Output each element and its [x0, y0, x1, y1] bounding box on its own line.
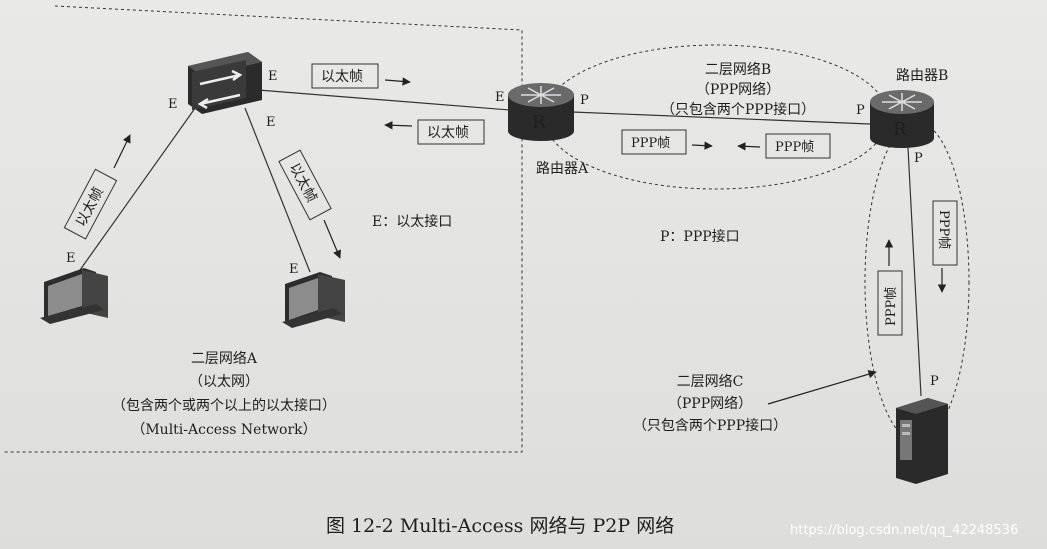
svg-text:PPP帧: PPP帧	[936, 210, 951, 249]
frame-box-ppp-1: PPP帧	[621, 129, 687, 155]
router-a-icon: R	[508, 83, 574, 141]
network-c-boundary	[864, 121, 970, 443]
net-b-line1: 二层网络B	[705, 62, 771, 78]
svg-text:PPP帧: PPP帧	[631, 136, 670, 151]
net-a-line3: （包含两个或两个以上的以太接口）	[112, 397, 336, 414]
net-c-pointer	[767, 370, 877, 405]
router-b-name: 路由器B	[896, 68, 948, 84]
legend-ppp: P：PPP接口	[660, 228, 740, 245]
frame-arrow-5	[691, 141, 713, 150]
net-b-line3: （只包含两个PPP接口）	[661, 101, 815, 118]
frame-arrow-2	[384, 121, 413, 130]
frame-arrow-4	[323, 219, 341, 259]
net-a-line4: （Multi-Access Network）	[131, 422, 316, 438]
svg-text:以太帧: 以太帧	[73, 185, 107, 230]
net-c-line1: 二层网络C	[677, 374, 744, 390]
pc-2-icon	[282, 272, 345, 328]
frame-box-eth-2: 以太帧	[417, 119, 485, 145]
router-b-glyph: R	[893, 119, 907, 140]
legend-ethernet: E：以太接口	[372, 213, 452, 230]
frame-arrow-3	[113, 134, 131, 169]
watermark-text: https://blog.csdn.net/qq_42248536	[790, 523, 1018, 538]
figure-caption: 图 12-2 Multi-Access 网络与 P2P 网络	[326, 515, 674, 537]
frame-box-eth-4: 以太帧	[278, 149, 332, 221]
link-router-a-router-b	[571, 111, 871, 125]
iface-label-pc2: E	[289, 262, 299, 277]
iface-label-switch-bottom: E	[266, 115, 276, 130]
frame-arrow-1	[384, 77, 411, 86]
frame-box-ppp-3: PPP帧	[932, 200, 958, 266]
link-switch-pc2	[244, 107, 311, 273]
frame-box-ppp-4: PPP帧	[877, 270, 903, 336]
frame-box-eth-3: 以太帧	[63, 168, 118, 240]
router-a-name: 路由器A	[536, 161, 589, 177]
net-a-line2: （以太网）	[189, 374, 259, 390]
svg-text:以太帧: 以太帧	[427, 125, 469, 141]
net-b-line2: （PPP网络）	[696, 82, 780, 98]
iface-label-switch-right: E	[268, 69, 278, 84]
link-switch-router-a	[257, 89, 511, 111]
ppp-label-router-a: P	[580, 93, 589, 108]
network-a-boundary	[4, 5, 523, 453]
router-b-icon: R	[870, 90, 934, 148]
frame-box-ppp-2: PPP帧	[765, 133, 831, 159]
switch-icon	[188, 52, 262, 114]
svg-text:以太帧: 以太帧	[286, 161, 320, 206]
ppp-label-router-b-down: P	[914, 151, 923, 166]
frame-arrow-6	[737, 142, 761, 151]
link-switch-pc1	[79, 103, 199, 271]
iface-label-router-a: E	[495, 90, 505, 105]
ppp-label-server: P	[930, 374, 939, 389]
svg-text:PPP帧: PPP帧	[884, 287, 899, 326]
net-a-line1: 二层网络A	[191, 351, 258, 367]
router-a-glyph: R	[532, 112, 546, 133]
server-icon	[896, 398, 948, 484]
ppp-label-router-b: P	[856, 103, 865, 118]
iface-label-switch-left: E	[168, 97, 178, 112]
net-c-line3: （只包含两个PPP接口）	[633, 417, 787, 434]
iface-label-pc1: E	[66, 251, 76, 266]
pc-1-icon	[40, 268, 108, 324]
frame-box-eth-1: 以太帧	[311, 63, 379, 89]
link-router-b-server	[907, 147, 922, 397]
svg-text:PPP帧: PPP帧	[775, 140, 814, 155]
net-c-line2: （PPP网络）	[668, 396, 752, 412]
svg-text:以太帧: 以太帧	[321, 69, 363, 85]
